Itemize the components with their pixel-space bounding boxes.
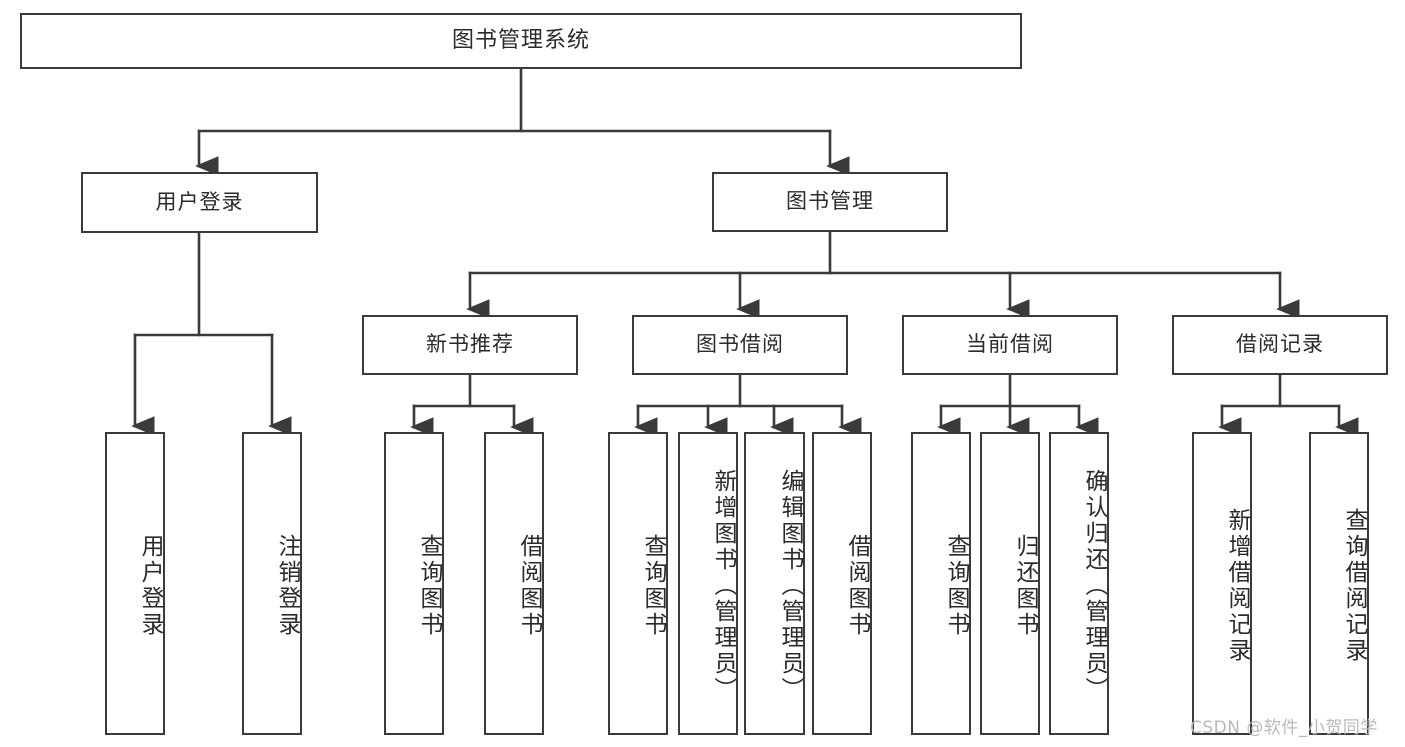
node-label: 图书借阅 <box>696 332 784 357</box>
leaf-user-login-logout[interactable]: 注销登录 <box>242 432 302 735</box>
node-label: 归还图书 <box>1012 533 1038 638</box>
leaf-record-add-record[interactable]: 新增借阅记录 <box>1192 432 1252 735</box>
node-label: 新书推荐 <box>426 332 514 357</box>
node-book-management[interactable]: 图书管理 <box>712 172 948 232</box>
leaf-record-query-record[interactable]: 查询借阅记录 <box>1309 432 1369 735</box>
node-label: 用户登录 <box>137 533 163 638</box>
node-book-borrow[interactable]: 图书借阅 <box>632 315 848 375</box>
leaf-new-book-query[interactable]: 查询图书 <box>384 432 444 735</box>
leaf-borrow-edit-book-admin[interactable]: 编辑图书（管理员） <box>744 432 805 735</box>
node-borrow-record[interactable]: 借阅记录 <box>1172 315 1388 375</box>
leaf-current-query-book[interactable]: 查询图书 <box>911 432 971 735</box>
node-label: 用户登录 <box>155 189 244 214</box>
leaf-borrow-add-book-admin[interactable]: 新增图书（管理员） <box>678 432 738 735</box>
leaf-current-return-book[interactable]: 归还图书 <box>980 432 1040 735</box>
node-label: 查询图书 <box>416 533 442 638</box>
node-label: 查询借阅记录 <box>1341 507 1367 664</box>
node-label: 当前借阅 <box>966 332 1054 357</box>
node-label: 编辑图书（管理员） <box>777 468 803 703</box>
leaf-current-confirm-return-admin[interactable]: 确认归还（管理员） <box>1049 432 1109 735</box>
leaf-borrow-borrow-book[interactable]: 借阅图书 <box>812 432 872 735</box>
node-label: 确认归还（管理员） <box>1081 468 1107 703</box>
node-label: 图书管理系统 <box>451 27 590 53</box>
node-root-system[interactable]: 图书管理系统 <box>20 13 1022 69</box>
node-current-borrow[interactable]: 当前借阅 <box>902 315 1118 375</box>
node-label: 借阅图书 <box>516 533 542 638</box>
leaf-new-book-borrow[interactable]: 借阅图书 <box>484 432 544 735</box>
leaf-user-login-login[interactable]: 用户登录 <box>105 432 165 735</box>
csdn-watermark: CSDN @软件_小贺同学 <box>1190 718 1378 738</box>
node-label: 注销登录 <box>274 533 300 638</box>
node-user-login[interactable]: 用户登录 <box>81 172 318 233</box>
node-label: 查询图书 <box>640 533 666 638</box>
node-label: 新增图书（管理员） <box>710 468 736 703</box>
node-label: 借阅图书 <box>844 533 870 638</box>
node-label: 查询图书 <box>943 533 969 638</box>
leaf-borrow-query-book[interactable]: 查询图书 <box>608 432 668 735</box>
node-label: 借阅记录 <box>1236 332 1324 357</box>
node-label: 图书管理 <box>786 189 874 214</box>
node-label: 新增借阅记录 <box>1224 507 1250 664</box>
node-new-book-recommend[interactable]: 新书推荐 <box>362 315 578 375</box>
